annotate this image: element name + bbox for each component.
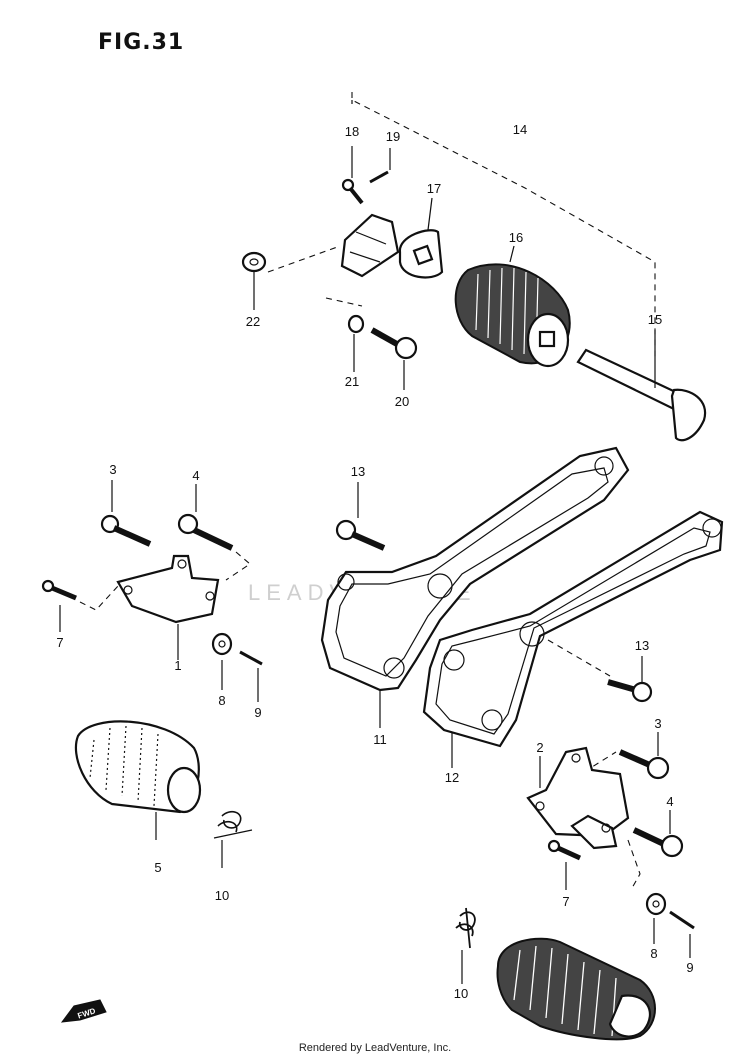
callout-8-left: 8 — [218, 693, 225, 708]
callout-10-left: 10 — [215, 888, 229, 903]
callout-20: 20 — [395, 394, 409, 409]
part-20-bolt — [370, 327, 418, 390]
part-16-footpeg-rubber — [454, 245, 571, 368]
callout-10-right: 10 — [454, 986, 468, 1001]
part-6-footpeg-right — [496, 937, 656, 1041]
callout-12: 12 — [445, 770, 459, 785]
callout-18: 18 — [345, 124, 359, 139]
callout-13-lower: 13 — [635, 638, 649, 653]
callout-19: 19 — [386, 129, 400, 144]
callout-8-right: 8 — [650, 946, 657, 961]
part-8-washer-right — [645, 892, 667, 944]
assembly-14-bracket-lines — [351, 92, 656, 360]
callout-16: 16 — [509, 230, 523, 245]
callout-2: 2 — [536, 740, 543, 755]
part-15-footpeg-shaft — [576, 330, 707, 442]
part-7-pin-right — [547, 839, 582, 890]
part-9-cotter-left — [239, 650, 263, 702]
part-3-bolt-left — [100, 480, 152, 547]
figure-title: FIG.31 — [98, 30, 185, 55]
callout-13-upper: 13 — [351, 464, 365, 479]
callout-9-left: 9 — [254, 705, 261, 720]
part-4-bolt-right — [627, 810, 684, 889]
callout-14: 14 — [513, 122, 527, 137]
part-3-bolt-right — [583, 732, 670, 780]
part-10-spring-right — [455, 907, 476, 984]
callout-15: 15 — [648, 312, 662, 327]
callout-labels: 18 19 14 17 16 22 15 21 20 3 4 13 7 1 13… — [56, 122, 693, 1001]
callout-5: 5 — [154, 860, 161, 875]
callout-22: 22 — [246, 314, 260, 329]
part-22-washer — [241, 245, 341, 310]
footer-credit: Rendered by LeadVenture, Inc. — [298, 1042, 452, 1054]
callout-21: 21 — [345, 374, 359, 389]
part-18-pin — [341, 146, 364, 205]
callout-17: 17 — [427, 181, 441, 196]
part-19-cotter-pin — [369, 148, 391, 184]
callout-3-left: 3 — [109, 462, 116, 477]
fwd-arrow-icon: FWD — [60, 999, 107, 1023]
callout-7-left: 7 — [56, 635, 63, 650]
callout-7-right: 7 — [562, 894, 569, 909]
part-8-washer-left — [211, 632, 233, 690]
part-10-spring-left — [213, 810, 253, 868]
part-5-footpeg-left — [74, 720, 202, 840]
part-13-bolt-lower — [607, 656, 653, 703]
part-7-pin-left — [41, 579, 119, 632]
part-17-bracket-plate — [340, 197, 444, 279]
part-9-cotter-right — [669, 910, 695, 958]
part-21-washer — [325, 297, 365, 372]
part-12-footrest-bracket — [422, 510, 724, 768]
part-11-footrest-bracket — [320, 446, 630, 728]
callout-1: 1 — [174, 658, 181, 673]
part-1-bracket-left — [116, 554, 220, 660]
part-2-bracket-right — [526, 746, 630, 850]
part-4-bolt-left — [177, 484, 251, 581]
part-13-bolt-upper — [335, 482, 386, 551]
callout-4-left: 4 — [192, 468, 199, 483]
callout-11: 11 — [373, 732, 387, 747]
callout-9-right: 9 — [686, 960, 693, 975]
callout-4-right: 4 — [666, 794, 673, 809]
callout-3-right: 3 — [654, 716, 661, 731]
